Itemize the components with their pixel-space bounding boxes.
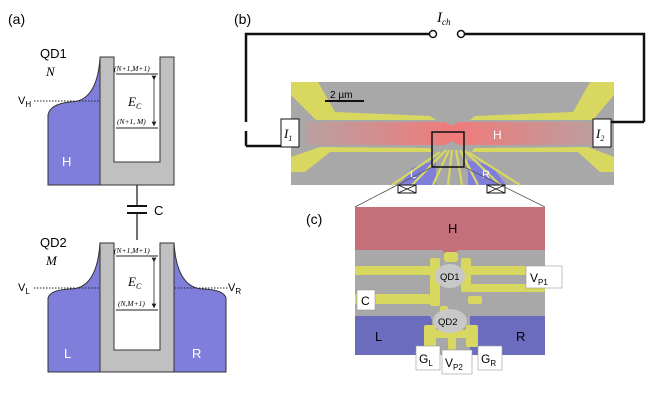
l-lead <box>47 242 101 373</box>
qd1-ec: EC <box>127 94 142 111</box>
qd2-ec: EC <box>127 274 142 291</box>
current-label: Ich <box>436 10 451 27</box>
c-r-region <box>470 316 545 355</box>
terminal-right <box>456 29 466 39</box>
resistor-r-cross <box>486 184 506 194</box>
scale-label: 2 µm <box>330 90 352 101</box>
panel-c-label: (c) <box>306 211 322 227</box>
b-h-label: H <box>493 128 502 142</box>
i1-box <box>280 118 300 148</box>
c-h-region <box>355 207 545 260</box>
bottom-gate-right <box>472 147 614 172</box>
qd1-dot <box>435 264 465 288</box>
capacitor-label: C <box>154 203 163 218</box>
qd1-well <box>99 56 175 186</box>
gl-tag-box <box>415 345 441 371</box>
zoom-line-right <box>463 166 546 208</box>
c-tag-label: C <box>361 294 370 308</box>
vl-label: VL <box>18 282 30 296</box>
bottom-gate-left <box>291 147 432 172</box>
vh-label: VH <box>18 95 31 109</box>
resistor-l-cross <box>397 184 417 194</box>
terminal-left <box>428 29 438 39</box>
l-lead-label: L <box>64 346 71 361</box>
qd2-level-bottom-label: (N,M+1) <box>118 299 145 308</box>
c-h-label: H <box>448 221 457 236</box>
qd1-dot-label: QD1 <box>440 272 460 283</box>
c-l-label: L <box>375 329 382 344</box>
c-l-region <box>355 316 432 355</box>
vr-label: VR <box>228 282 241 296</box>
panel-a-label: (a) <box>8 11 25 27</box>
vp2-tag-label: VP2 <box>445 356 463 372</box>
qd2-well <box>99 242 175 373</box>
channel-h <box>305 122 604 145</box>
zoom-line-left <box>354 166 433 208</box>
zoom-box <box>431 131 465 168</box>
qd2-level-top-label: (N+1,M+1) <box>114 246 150 255</box>
qd2-dot-label: QD2 <box>438 317 458 328</box>
r-lead <box>173 242 227 373</box>
i1-label: I1 <box>283 126 292 143</box>
qd2-dot <box>433 309 467 333</box>
qd1-level-bottom-label: (N+1, M) <box>117 117 146 126</box>
h-lead <box>47 57 101 186</box>
r-lead-label: R <box>192 346 201 361</box>
c-r-label: R <box>516 329 525 344</box>
panel-b-label: (b) <box>234 11 251 27</box>
top-gate-right <box>470 82 614 120</box>
vp1-tag-label: VP1 <box>530 271 548 287</box>
qd1-var: N <box>45 64 56 79</box>
qd2-var: M <box>45 253 58 268</box>
circuit-wire <box>244 32 646 122</box>
top-gate-left <box>291 82 436 120</box>
gr-tag-box <box>477 345 503 371</box>
qd1-name: QD1 <box>40 46 67 61</box>
i2-box <box>592 118 612 148</box>
b-l-label: L <box>410 169 416 181</box>
qd1-level-top-label: (N+1,M+1) <box>114 64 150 73</box>
c-tag-box <box>356 289 376 311</box>
qd2-name: QD2 <box>40 235 67 250</box>
gl-tag-label: GL <box>419 352 433 368</box>
vp2-tag-box <box>441 349 473 375</box>
vp1-tag-box <box>525 265 563 289</box>
gr-tag-label: GR <box>481 352 496 368</box>
h-lead-label: H <box>62 154 71 169</box>
i2-label: I2 <box>595 126 604 143</box>
b-r-label: R <box>482 169 490 181</box>
